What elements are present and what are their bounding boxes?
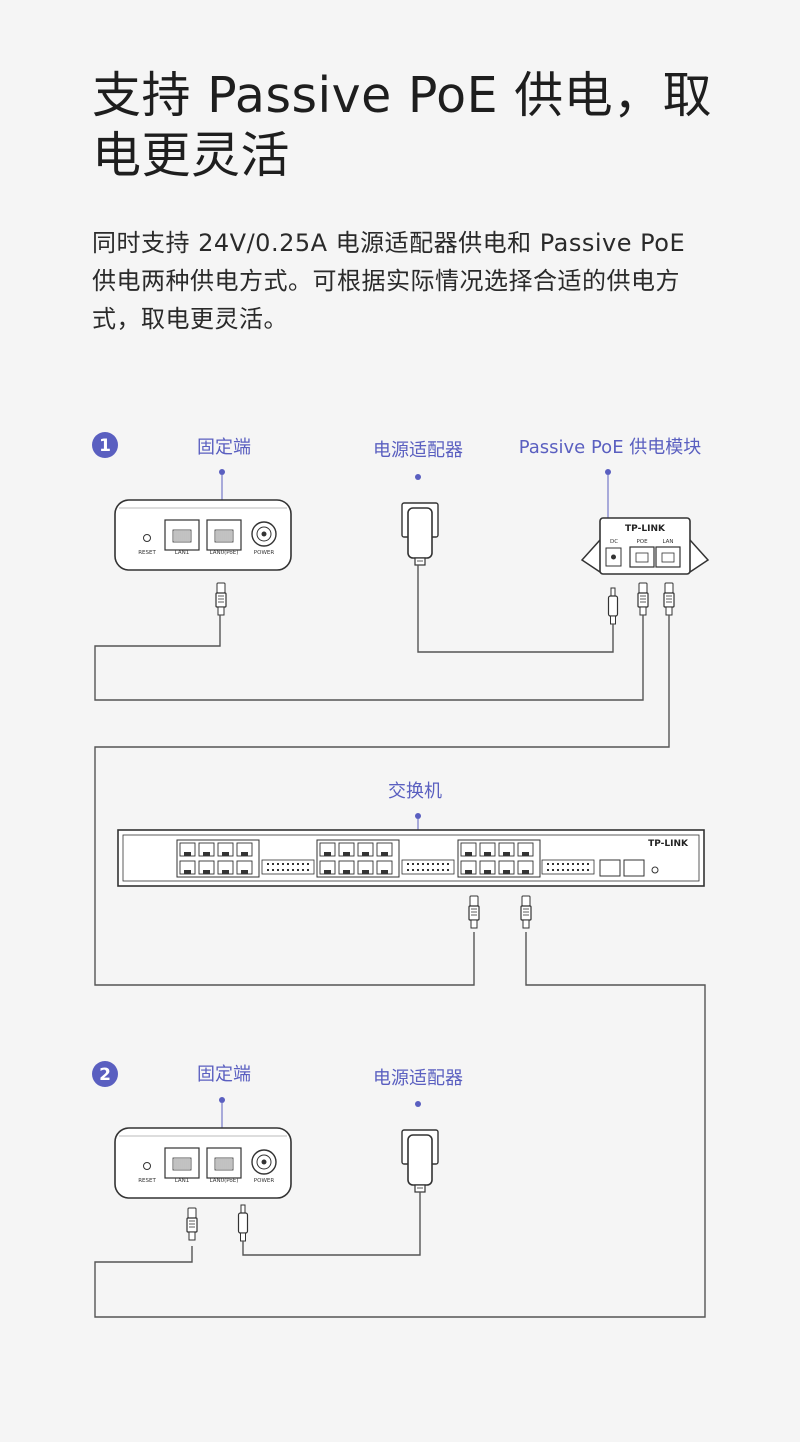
ethernet-plug-icon	[468, 895, 480, 929]
svg-text:DC: DC	[610, 539, 618, 545]
step-2-badge: 2	[92, 1061, 118, 1087]
svg-text:POE: POE	[636, 539, 648, 545]
switch-label: 交换机	[388, 781, 442, 802]
fixed-end-label-2: 固定端	[197, 1064, 251, 1085]
svg-text:1: 1	[99, 436, 111, 456]
svg-text:RESET: RESET	[138, 1178, 156, 1184]
fixed-end-label-1: 固定端	[197, 437, 251, 458]
dc-plug-icon	[607, 587, 619, 625]
ethernet-plug-icon	[215, 582, 227, 616]
dc-plug-icon	[237, 1204, 249, 1242]
svg-text:TP-LINK: TP-LINK	[625, 524, 666, 534]
headline: 支持 Passive PoE 供电，取电更灵活	[92, 67, 713, 184]
poe-module: TP-LINK DC POE LAN	[580, 517, 710, 575]
svg-text:2: 2	[99, 1065, 111, 1085]
svg-text:LAN0(PoE): LAN0(PoE)	[210, 550, 239, 556]
power-adapter-2	[401, 1129, 439, 1193]
svg-text:LAN: LAN	[662, 539, 673, 545]
fixed-end-device-1: RESET LAN1 LAN0(PoE) POWER	[114, 499, 292, 571]
ethernet-plug-icon	[637, 582, 649, 616]
ethernet-plug-icon	[186, 1207, 198, 1241]
power-adapter-1	[401, 502, 439, 566]
svg-text:POWER: POWER	[254, 1178, 275, 1184]
svg-text:RESET: RESET	[138, 550, 156, 556]
ethernet-plug-icon	[663, 582, 675, 616]
svg-text:TP-LINK: TP-LINK	[648, 839, 689, 849]
fixed-end-device-2: RESET LAN1 LAN0(PoE) POWER	[114, 1127, 292, 1199]
step-1-badge: 1	[92, 432, 118, 458]
adapter-label-2: 电源适配器	[373, 1068, 463, 1089]
svg-text:LAN1: LAN1	[175, 550, 190, 556]
svg-text:POWER: POWER	[254, 550, 275, 556]
svg-text:LAN0(PoE): LAN0(PoE)	[210, 1178, 239, 1184]
network-switch: TP-LINK	[117, 829, 705, 887]
adapter-label-1: 电源适配器	[373, 440, 463, 461]
description: 同时支持 24V/0.25A 电源适配器供电和 Passive PoE 供电两种…	[92, 229, 686, 333]
poe-module-label: Passive PoE 供电模块	[519, 437, 702, 458]
ethernet-plug-icon	[520, 895, 532, 929]
svg-text:LAN1: LAN1	[175, 1178, 190, 1184]
